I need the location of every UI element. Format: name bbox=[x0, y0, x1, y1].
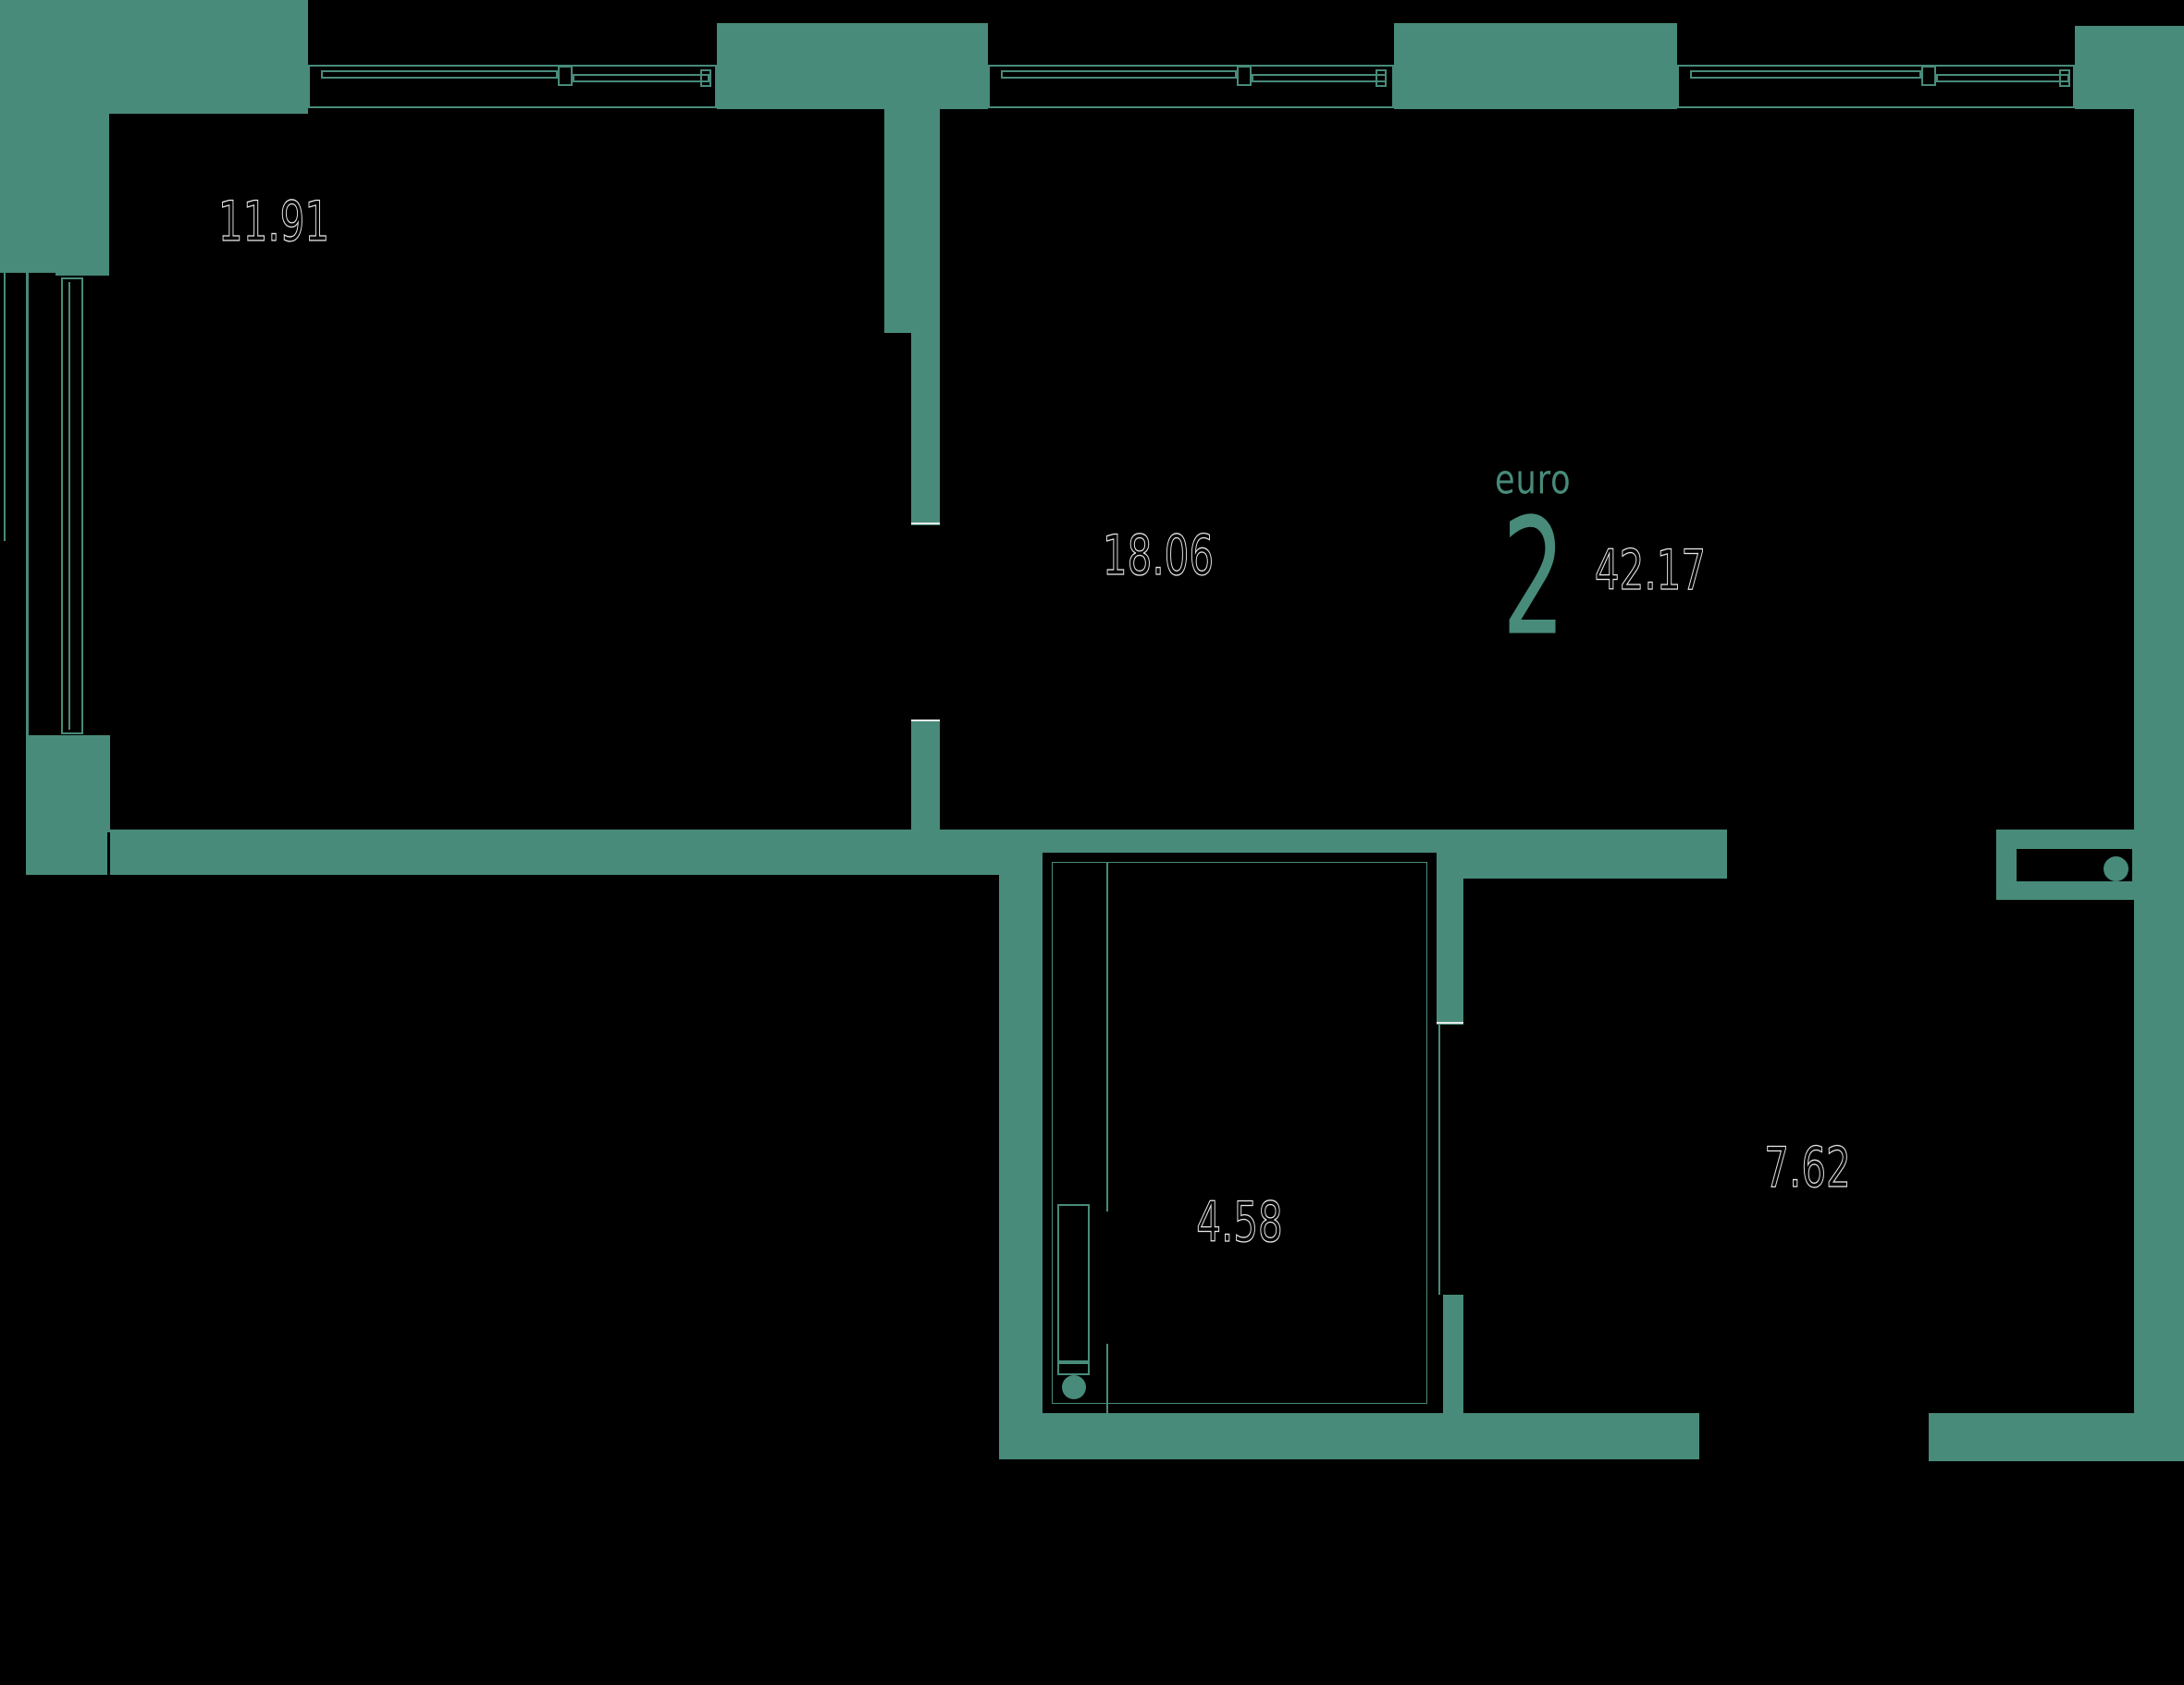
bottom-wall-center bbox=[999, 1413, 1699, 1459]
window-top-2-frame bbox=[988, 65, 1394, 108]
riser-box bbox=[1057, 1204, 1090, 1362]
vent-shaft-circle-icon bbox=[2104, 856, 2128, 881]
window-top-3-bracket bbox=[2059, 69, 2070, 87]
riser-base bbox=[1057, 1362, 1090, 1375]
window-top-2-sill bbox=[1001, 70, 1237, 79]
interroom-wall-mid bbox=[911, 333, 940, 525]
window-left-frame bbox=[61, 277, 83, 734]
window-left-cap-top bbox=[56, 271, 109, 276]
exterior-wall-left bbox=[0, 0, 109, 273]
living-wall-bottom bbox=[1463, 830, 1727, 879]
area-label-bathroom: 4.58 bbox=[1196, 1189, 1283, 1255]
door-jamb-tick-interroom-bottom bbox=[911, 720, 940, 721]
window-top-1-frame bbox=[308, 65, 717, 108]
interroom-wall-upper bbox=[884, 106, 940, 333]
rooms-count-label: 2 bbox=[1501, 484, 1566, 672]
bathroom-door-threshold-line bbox=[1438, 1025, 1440, 1295]
bathroom-wall-top bbox=[1043, 830, 1463, 853]
bathroom-wall-right-upper bbox=[1437, 853, 1463, 1025]
window-left-cap-bottom bbox=[56, 735, 109, 740]
window-top-3-sash bbox=[1936, 74, 2069, 82]
window-top-2-bracket bbox=[1376, 69, 1387, 87]
top-wall-seg-2 bbox=[1394, 23, 1677, 109]
door-jamb-tick-bathroom bbox=[1437, 1022, 1463, 1024]
right-wall bbox=[2134, 109, 2184, 1461]
window-left-inner-line bbox=[68, 282, 70, 730]
window-jamb-tick-left bbox=[107, 832, 110, 875]
door-jamb-tick-interroom-top bbox=[911, 523, 940, 524]
top-wall-seg-3 bbox=[2075, 26, 2184, 109]
window-top-3-mullion bbox=[1921, 66, 1936, 86]
bathroom-wall-left bbox=[999, 830, 1043, 1459]
area-label-room-2: 18.06 bbox=[1102, 523, 1215, 588]
bathroom-partition-line-lower bbox=[1106, 1344, 1108, 1413]
total-area-label: 42.17 bbox=[1594, 537, 1707, 603]
bathroom-partition-line-upper bbox=[1106, 862, 1108, 1211]
balcony-sill-line bbox=[26, 273, 29, 740]
bottom-wall-right bbox=[1929, 1413, 2184, 1461]
area-label-room-1: 11.91 bbox=[217, 189, 330, 254]
area-label-hallway: 7.62 bbox=[1764, 1135, 1851, 1200]
layout-type-label: euro bbox=[1495, 456, 1572, 504]
window-top-1-sash bbox=[573, 74, 709, 82]
window-top-1-bracket bbox=[700, 69, 711, 87]
left-wall-lower bbox=[26, 735, 110, 875]
window-top-2-mullion bbox=[1237, 66, 1252, 86]
bottom-wall-left-wing bbox=[110, 830, 999, 875]
window-top-2-sash bbox=[1252, 74, 1387, 82]
bathroom-wall-right-lower bbox=[1443, 1295, 1463, 1413]
window-top-1-mullion bbox=[558, 66, 573, 86]
bathroom-inner-outline bbox=[1052, 862, 1427, 1404]
balcony-edge-line bbox=[4, 273, 6, 541]
window-top-3-sill bbox=[1690, 70, 1921, 79]
window-top-1-sill bbox=[321, 70, 558, 79]
riser-circle-icon bbox=[1062, 1375, 1086, 1399]
window-top-3-frame bbox=[1677, 65, 2075, 108]
top-wall-seg-1 bbox=[717, 23, 988, 109]
interroom-wall-lower bbox=[911, 721, 940, 830]
